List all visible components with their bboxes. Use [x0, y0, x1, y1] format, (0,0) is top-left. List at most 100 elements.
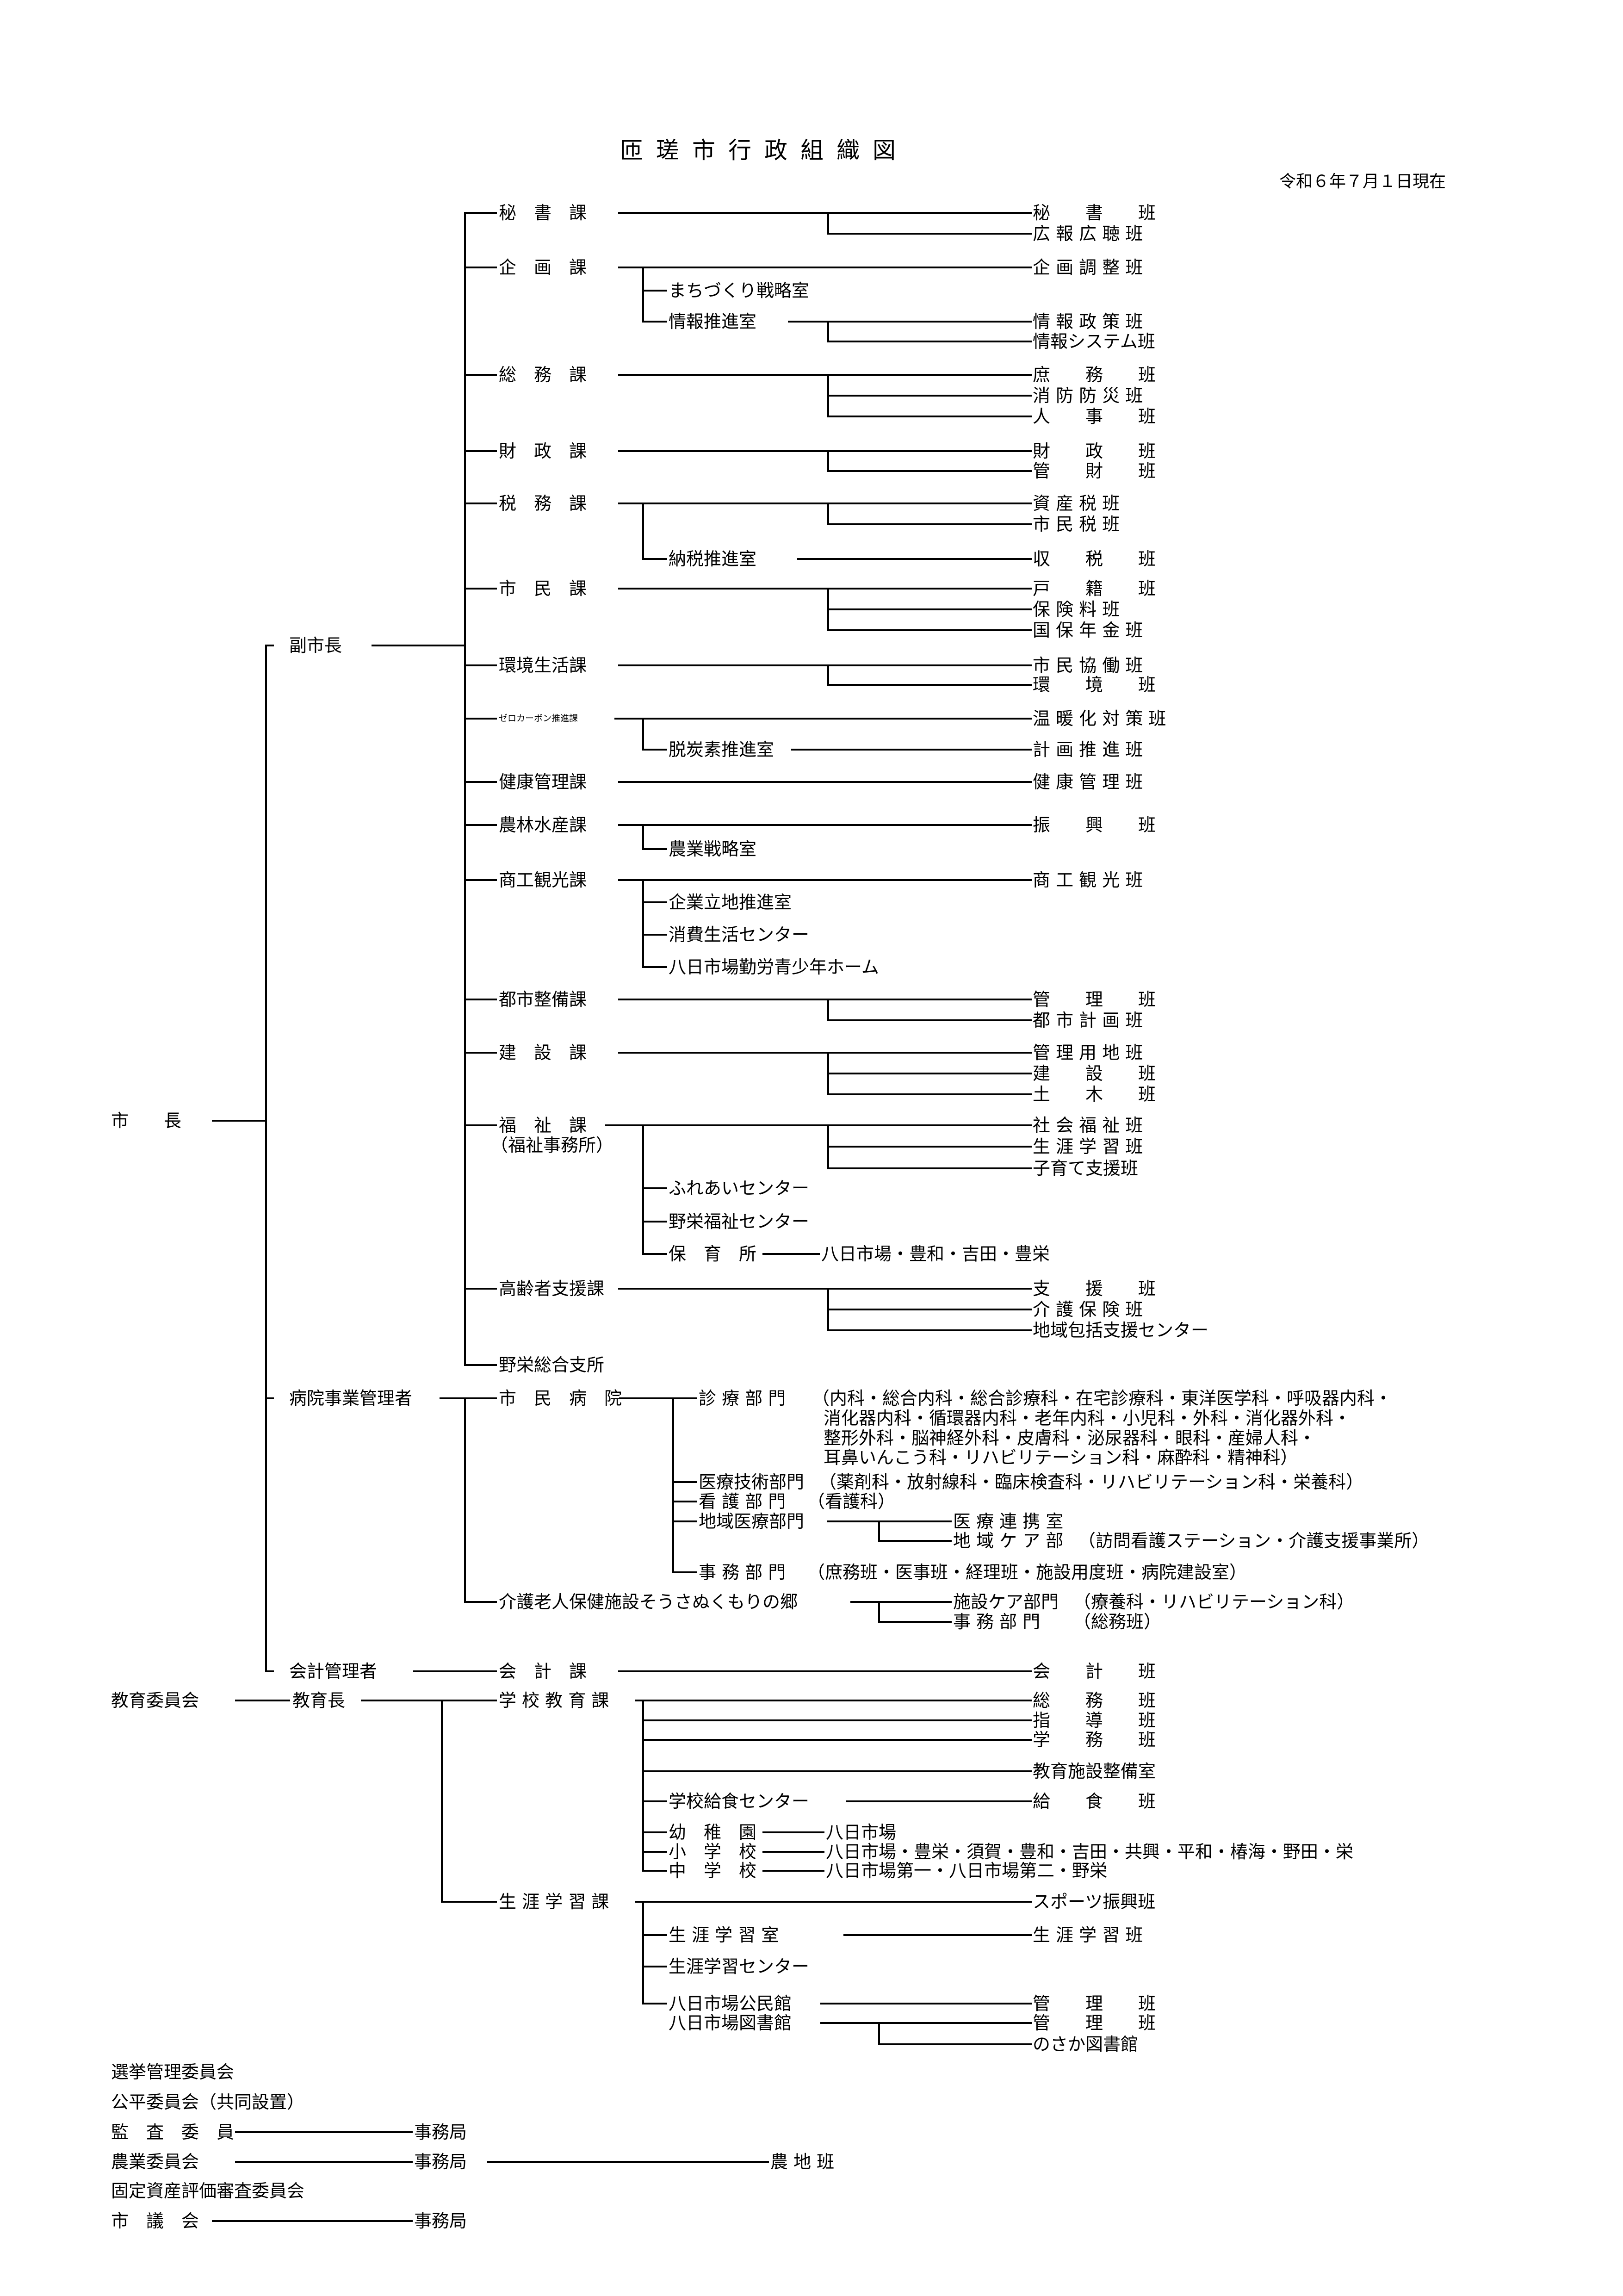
node-kango-list: （看護科）	[807, 1491, 896, 1512]
node-chiiki-care: 地 域 ケ ア 部	[953, 1531, 1064, 1551]
node-jinji-han: 人 事 班	[1033, 406, 1156, 427]
node-somu: 総 務 課	[499, 365, 587, 385]
node-shogai-han: 生 涯 学 習 班	[1033, 1925, 1143, 1945]
node-kyoikucho: 教育長	[292, 1690, 346, 1711]
node-kansa: 監 査 委 員	[111, 2122, 235, 2142]
node-zaisei: 財 政 課	[499, 441, 587, 461]
node-shicho: 市 長	[111, 1111, 182, 1131]
node-kigyo: 企業立地推進室	[669, 892, 792, 912]
node-shogai-center: 生涯学習センター	[669, 1956, 810, 1977]
node-gikai-jimu: 事務局	[414, 2211, 467, 2231]
node-byoin-jimu-list: （庶務班・医事班・経理班・施設用度班・病院建設室）	[807, 1562, 1247, 1582]
node-koho-han: 広 報 広 聴 班	[1033, 223, 1143, 244]
node-gikai: 市 議 会	[111, 2211, 199, 2231]
node-kankyo-han: 環 境 班	[1033, 675, 1156, 695]
node-shinryo-list-4: 耳鼻いんこう科・リハビリテーション科・麻酔科・精神科）	[824, 1447, 1298, 1468]
node-kominkan: 八日市場公民館	[669, 1993, 792, 2014]
node-iryogijutsu: 医療技術部門	[699, 1472, 805, 1492]
node-shogai-gakushu: 生 涯 学 習 課	[499, 1892, 609, 1912]
node-shoko: 商工観光課	[499, 870, 587, 890]
node-zaisei-han: 財 政 班	[1033, 441, 1156, 461]
node-johosuishin: 情報推進室	[669, 311, 757, 332]
node-kaikei-han: 会 計 班	[1033, 1661, 1156, 1682]
node-shisetsu-care: 施設ケア部門	[953, 1592, 1059, 1612]
node-nosaka-shisho: 野栄総合支所	[499, 1355, 605, 1375]
node-hisho: 秘 書 課	[499, 203, 587, 223]
node-datsutanso: 脱炭素推進室	[669, 739, 774, 760]
node-shuzei-han: 収 税 班	[1033, 549, 1156, 569]
node-shimin: 市 民 課	[499, 578, 587, 599]
node-fureai: ふれあいセンター	[669, 1178, 810, 1198]
node-kyodo-han: 市 民 協 働 班	[1033, 655, 1143, 676]
node-shogakko-list: 八日市場・豊栄・須賀・豊和・吉田・共興・平和・椿海・野田・栄	[826, 1842, 1354, 1862]
node-kyoiku-shisetsu: 教育施設整備室	[1033, 1761, 1156, 1781]
node-nosaka-toshokan: のさか図書館	[1033, 2034, 1139, 2054]
node-nogyo-jimu: 事務局	[414, 2152, 467, 2172]
node-machizukuri: まちづくり戦略室	[669, 280, 810, 301]
node-kaikei-kanrisha: 会計管理者	[289, 1661, 378, 1682]
node-shinryo: 診 療 部 門	[699, 1388, 786, 1409]
node-hisho-han: 秘 書 班	[1033, 203, 1156, 223]
node-gakumu-han: 学 務 班	[1033, 1730, 1156, 1750]
node-kankyo: 環境生活課	[499, 655, 587, 676]
node-nosaka-fukushi: 野栄福祉センター	[669, 1211, 810, 1232]
node-shoko-han: 商 工 観 光 班	[1033, 870, 1143, 890]
node-doboku-han: 土 木 班	[1033, 1084, 1156, 1105]
node-rojin: 介護老人保健施設そうさぬくもりの郷	[499, 1592, 798, 1612]
node-shogakko: 小 学 校	[669, 1842, 757, 1862]
node-iryogijutsu-list: （薬剤科・放射線科・臨床検査科・リハビリテーション科・栄養科）	[819, 1472, 1364, 1492]
node-toshokan: 八日市場図書館	[669, 2013, 792, 2033]
node-toshi: 都市整備課	[499, 989, 587, 1010]
node-zeimu: 税 務 課	[499, 493, 587, 514]
node-kenko-han: 健 康 管 理 班	[1033, 772, 1143, 792]
node-nogyo-senryaku: 農業戦略室	[669, 839, 757, 859]
node-yochien: 幼 稚 園	[669, 1822, 757, 1843]
node-hoikusho-list: 八日市場・豊和・吉田・豊栄	[821, 1244, 1050, 1264]
node-fukushi-jimusho: （福祉事務所）	[490, 1135, 614, 1155]
node-sports-han: スポーツ振興班	[1033, 1892, 1156, 1912]
node-chugakko: 中 学 校	[669, 1861, 757, 1881]
node-kaigo-han: 介 護 保 険 班	[1033, 1299, 1143, 1320]
node-byoin-jimu: 事 務 部 門	[699, 1562, 786, 1582]
node-ondanka-han: 温 暖 化 対 策 班	[1033, 708, 1166, 729]
node-shinryo-list-3: 整形外科・脳神経外科・皮膚科・泌尿器科・眼科・産婦人科・	[824, 1428, 1316, 1448]
node-fukushi: 福 祉 課	[499, 1115, 587, 1136]
chart-title: 匝瑳市行政組織図	[620, 137, 909, 164]
node-rojin-jimu: 事 務 部 門	[953, 1612, 1041, 1632]
node-kikaku-han: 企 画 調 整 班	[1033, 257, 1143, 278]
node-shogai-shitsu: 生 涯 学 習 室	[669, 1925, 779, 1945]
node-shinko-han: 振 興 班	[1033, 815, 1156, 835]
node-kyoiku-iinkai: 教育委員会	[111, 1690, 199, 1711]
node-yochien-list: 八日市場	[826, 1822, 897, 1843]
node-koreisha: 高齢者支援課	[499, 1278, 605, 1299]
node-shiminzei-han: 市 民 税 班	[1033, 514, 1120, 534]
node-chiiki-iryo: 地域医療部門	[699, 1511, 805, 1532]
node-toshikeikaku-han: 都 市 計 画 班	[1033, 1010, 1143, 1030]
node-kosodate-han: 子育て支援班	[1033, 1158, 1139, 1179]
node-shien-han: 支 援 班	[1033, 1278, 1156, 1299]
node-shogai-han: 生 涯 学 習 班	[1033, 1136, 1143, 1157]
node-zero-carbon: ゼロカーボン推進課	[499, 713, 578, 724]
node-nogyo-iinkai: 農業委員会	[111, 2152, 199, 2172]
node-gakko-somu: 総 務 班	[1033, 1690, 1156, 1711]
node-hospital-admin: 病院事業管理者	[289, 1388, 413, 1409]
node-kyushoku-center: 学校給食センター	[669, 1791, 810, 1812]
node-yochi-han: 管 理 用 地 班	[1033, 1043, 1143, 1063]
node-kotei-shisan: 固定資産評価審査委員会	[111, 2181, 305, 2201]
node-chugakko-list: 八日市場第一・八日市場第二・野栄	[826, 1861, 1108, 1881]
node-toshokan-kanri: 管 理 班	[1033, 2013, 1156, 2033]
node-shakai-han: 社 会 福 祉 班	[1033, 1115, 1143, 1136]
node-shido-han: 指 導 班	[1033, 1710, 1156, 1731]
node-shinryo-list-2: 消化器内科・循環器内科・老年内科・小児科・外科・消化器外科・	[824, 1408, 1351, 1428]
node-fukushicho: 副市長	[289, 635, 342, 656]
node-koseki-han: 戸 籍 班	[1033, 578, 1156, 599]
node-shimin-byoin: 市 民 病 院	[499, 1388, 622, 1409]
node-toshi-kanri-han: 管 理 班	[1033, 989, 1156, 1010]
node-hoikusho: 保 育 所	[669, 1244, 757, 1264]
node-kyushoku-han: 給 食 班	[1033, 1791, 1156, 1812]
node-kominkan-kanri: 管 理 班	[1033, 1993, 1156, 2014]
node-kaikei: 会 計 課	[499, 1661, 587, 1682]
node-shisanzei-han: 資 産 税 班	[1033, 493, 1120, 514]
